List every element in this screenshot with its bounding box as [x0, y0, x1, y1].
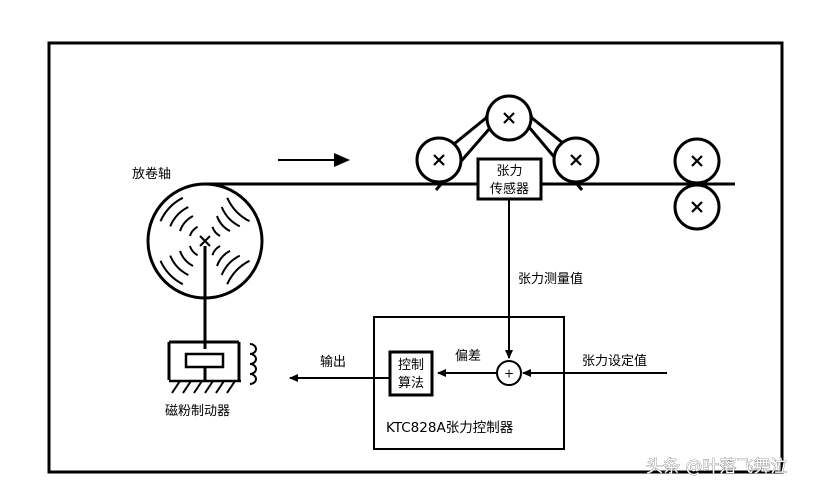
watermark: 头条 @叶落飞舞泣 [646, 457, 787, 477]
deviation-label: 偏差 [455, 349, 481, 364]
x-roller-icon [433, 154, 445, 166]
x-roller-icon [691, 155, 703, 167]
controller-label: KTC828A张力控制器 [386, 420, 514, 436]
summing-sign: + [504, 367, 514, 381]
magnetic-powder-brake [167, 340, 241, 394]
tension-sensor-label-1: 张力 [496, 164, 522, 179]
roller-pair-top [673, 137, 721, 185]
x-roller-icon [199, 235, 211, 247]
roller-left [415, 136, 463, 184]
control-algo-label-1: 控制 [398, 358, 424, 373]
roller-pair-bottom [673, 183, 721, 231]
coil-icon [249, 343, 257, 385]
outer-frame [47, 41, 784, 474]
roller-top [485, 94, 533, 142]
brake-label: 磁粉制动器 [165, 404, 230, 419]
tension-sensor: 张力 传感器 [476, 157, 543, 201]
unwind-roll [146, 182, 264, 349]
unwind-shaft-label: 放卷轴 [132, 166, 171, 182]
controller-box [373, 316, 565, 450]
x-roller-icon [503, 112, 515, 124]
x-roller-icon [570, 154, 582, 166]
control-algorithm-box: 控制 算法 [388, 350, 434, 397]
summing-junction: + [496, 360, 522, 386]
roller-right [552, 136, 600, 184]
tension-sensor-label-2: 传感器 [490, 181, 529, 197]
tension-setpoint-label: 张力设定值 [582, 353, 647, 369]
x-roller-icon [691, 201, 703, 213]
tension-measured-label: 张力测量值 [518, 271, 583, 287]
arrow-right-icon [278, 153, 350, 167]
control-algo-label-2: 算法 [398, 376, 424, 391]
output-label: 输出 [320, 354, 346, 370]
